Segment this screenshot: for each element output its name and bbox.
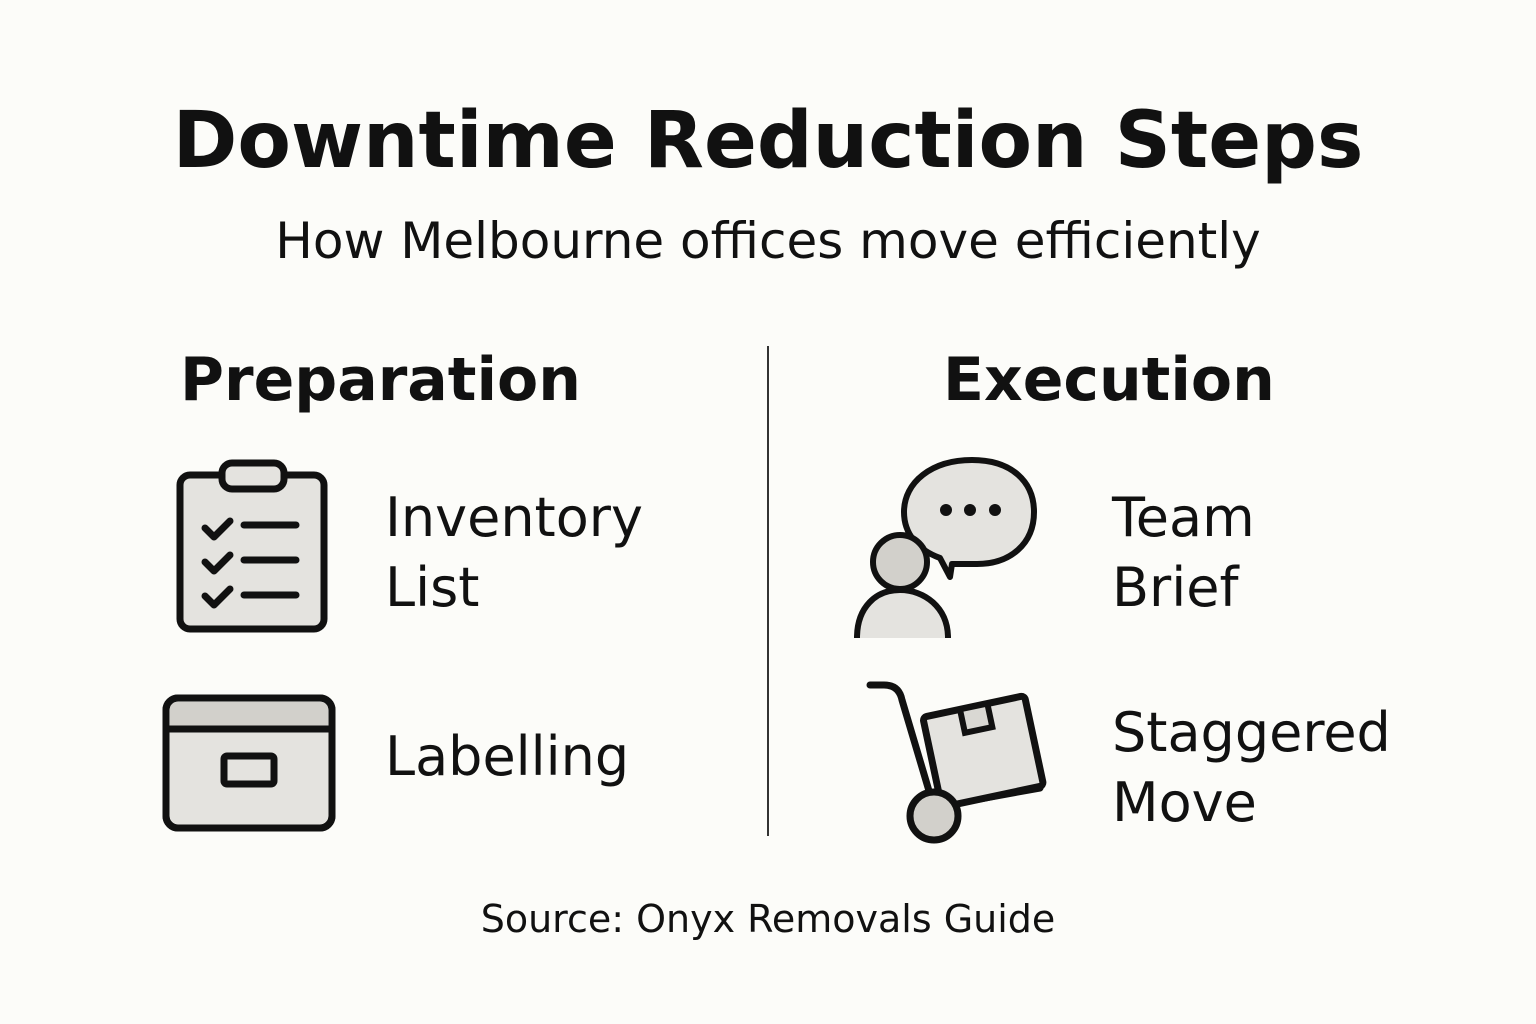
item-label-line1: Inventory xyxy=(385,486,643,549)
item-label-line2: Move xyxy=(1112,771,1257,834)
archive-box-icon xyxy=(162,694,336,832)
item-team-brief: Team Brief xyxy=(1112,483,1255,623)
item-labelling: Labelling xyxy=(385,722,629,792)
execution-heading: Execution xyxy=(943,345,1275,415)
item-staggered-move: Staggered Move xyxy=(1112,698,1391,838)
preparation-heading: Preparation xyxy=(180,345,581,415)
item-inventory-list: Inventory List xyxy=(385,483,643,623)
item-label-line1: Team xyxy=(1112,486,1255,549)
clipboard-checklist-icon xyxy=(176,459,328,633)
page-title: Downtime Reduction Steps xyxy=(172,96,1364,186)
item-label-line1: Labelling xyxy=(385,725,630,788)
item-label-line2: Brief xyxy=(1112,556,1239,619)
person-speech-bubble-icon xyxy=(854,457,1037,639)
item-label-line2: List xyxy=(385,556,480,619)
item-label-line1: Staggered xyxy=(1112,701,1391,764)
page-subtitle: How Melbourne offices move efficiently xyxy=(275,212,1261,270)
column-divider xyxy=(767,346,769,836)
source-note: Source: Onyx Removals Guide xyxy=(480,897,1056,941)
hand-truck-icon xyxy=(866,681,1047,844)
